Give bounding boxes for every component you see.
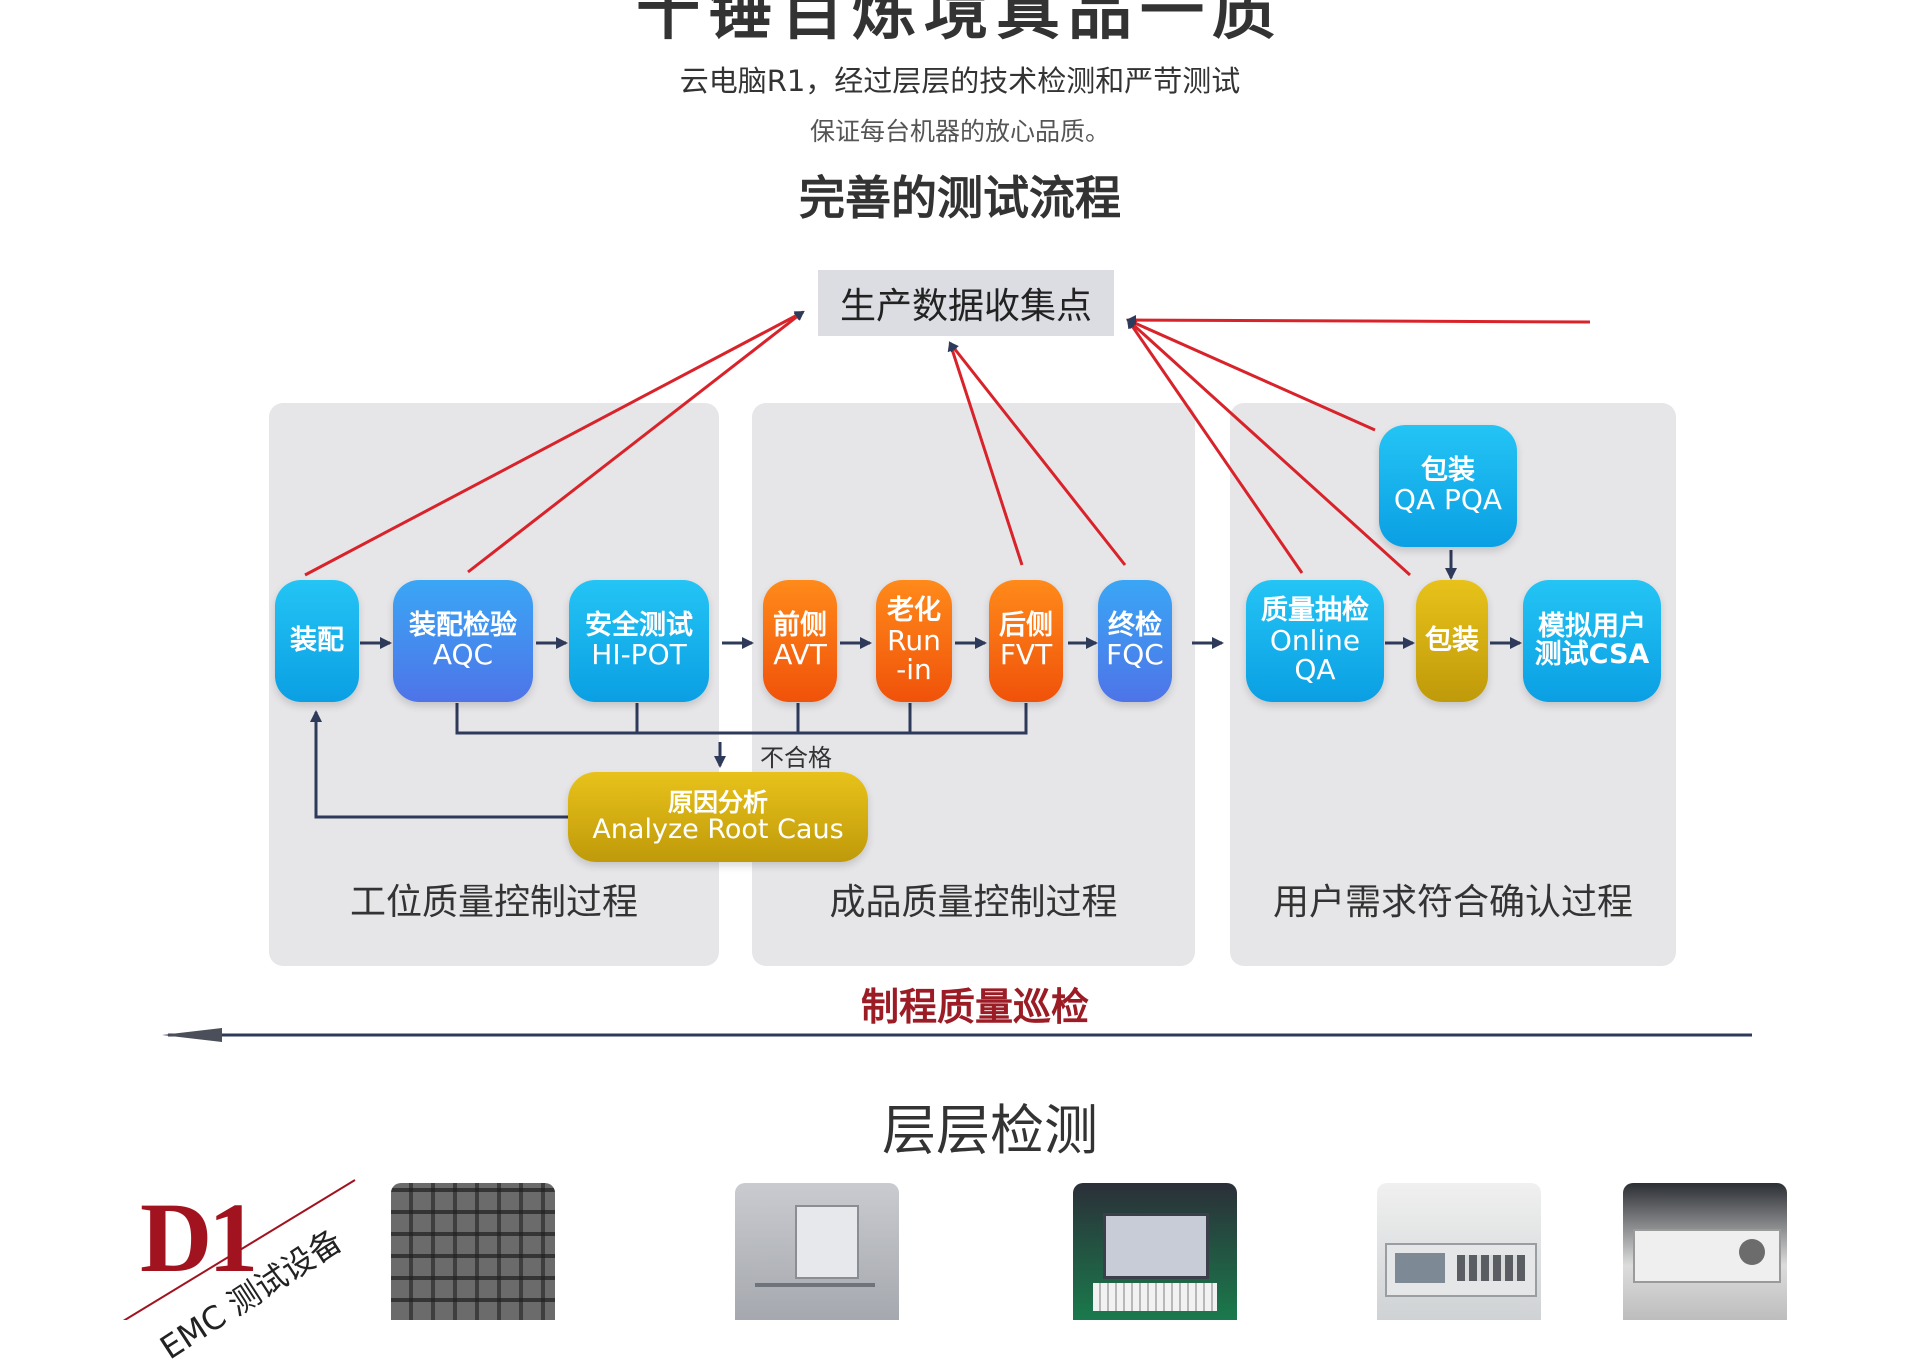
headline: 十锤百炼境真品一质 bbox=[636, 0, 1284, 49]
node-sublabel: FVT bbox=[999, 638, 1053, 672]
node-sublabel: AVT bbox=[773, 638, 827, 672]
node-sublabel: 测试CSA bbox=[1534, 639, 1650, 670]
node-label: 包装 bbox=[1421, 455, 1475, 487]
node-label: 老化 bbox=[887, 595, 941, 627]
data-collection-point: 生产数据收集点 bbox=[818, 270, 1114, 336]
patrol-arrow-head bbox=[162, 1028, 222, 1042]
test-bench-photo bbox=[735, 1183, 899, 1320]
patrol-label: 制程质量巡检 bbox=[860, 985, 1089, 1029]
node-label: 模拟用户 bbox=[1538, 610, 1646, 642]
node-sublabel: QA bbox=[1294, 653, 1336, 687]
node-avt: 前侧 AVT bbox=[763, 580, 837, 702]
node-fvt: 后侧 FVT bbox=[989, 580, 1063, 702]
node-sublabel: FQC bbox=[1106, 638, 1164, 672]
node-label: 装配检验 bbox=[409, 610, 517, 642]
layers-title: 层层检测 bbox=[882, 1099, 1098, 1162]
panel-label: 用户需求符合确认过程 bbox=[1272, 882, 1633, 923]
node-hipot: 安全测试 HI-POT bbox=[569, 580, 709, 702]
node-sublabel: QA PQA bbox=[1393, 483, 1503, 517]
signal-generator-photo bbox=[1377, 1183, 1541, 1320]
unqualified-label: 不合格 bbox=[760, 744, 832, 772]
red-arrow-top bbox=[1126, 315, 1591, 326]
node-label: 包装 bbox=[1425, 624, 1479, 656]
red-arrow-assembly bbox=[304, 310, 805, 577]
node-label: 安全测试 bbox=[585, 610, 693, 642]
node-label: 装配 bbox=[290, 624, 344, 656]
red-arrow-pack bbox=[1126, 318, 1412, 577]
node-pack: 包装 bbox=[1416, 580, 1488, 702]
red-arrow-fqc bbox=[948, 341, 1127, 566]
node-sublabel: Analyze Root Caus bbox=[592, 813, 844, 845]
node-assembly: 装配 bbox=[275, 580, 359, 702]
red-arrow-pqa bbox=[1126, 318, 1376, 432]
subtitle-line-1: 云电脑R1，经过层层的技术检测和严苛测试 bbox=[679, 64, 1241, 98]
node-sublabel: HI-POT bbox=[591, 638, 687, 672]
node-fqc: 终检 FQC bbox=[1098, 580, 1172, 702]
node-sublabel: -in bbox=[896, 653, 932, 687]
logo-divider bbox=[122, 1179, 356, 1320]
node-label: 后侧 bbox=[999, 610, 1053, 642]
subtitle-line-2: 保证每台机器的放心品质。 bbox=[809, 117, 1110, 146]
power-tester-photo bbox=[1623, 1183, 1787, 1320]
node-runin: 老化 Run -in bbox=[876, 580, 952, 702]
panel-label: 成品质量控制过程 bbox=[829, 882, 1118, 923]
node-label: 原因分析 bbox=[667, 787, 768, 817]
brand-logo: D1 bbox=[140, 1182, 258, 1293]
node-label: 终检 bbox=[1108, 610, 1162, 642]
panel-label: 工位质量控制过程 bbox=[349, 882, 638, 923]
node-label: 前侧 bbox=[773, 610, 827, 642]
flow-lines bbox=[162, 310, 1752, 1042]
anechoic-chamber-photo bbox=[391, 1183, 555, 1320]
node-pack-qa: 包装 QA PQA bbox=[1379, 425, 1517, 547]
node-csa: 模拟用户 测试CSA bbox=[1523, 580, 1661, 702]
red-arrow-oqa bbox=[1126, 318, 1304, 574]
node-sublabel: Online bbox=[1269, 623, 1361, 657]
red-arrow-fvt bbox=[947, 341, 1024, 566]
red-arrow-aqc bbox=[467, 310, 805, 574]
node-online-qa: 质量抽检 Online QA bbox=[1246, 580, 1384, 702]
section-title: 完善的测试流程 bbox=[799, 171, 1121, 225]
node-label: 质量抽检 bbox=[1261, 595, 1369, 627]
node-sublabel: Run bbox=[887, 623, 941, 657]
analyzer-photo bbox=[1073, 1183, 1237, 1320]
node-root-cause: 原因分析 Analyze Root Caus bbox=[568, 772, 868, 862]
node-sublabel: AQC bbox=[432, 638, 494, 672]
node-aqc: 装配检验 AQC bbox=[393, 580, 533, 702]
